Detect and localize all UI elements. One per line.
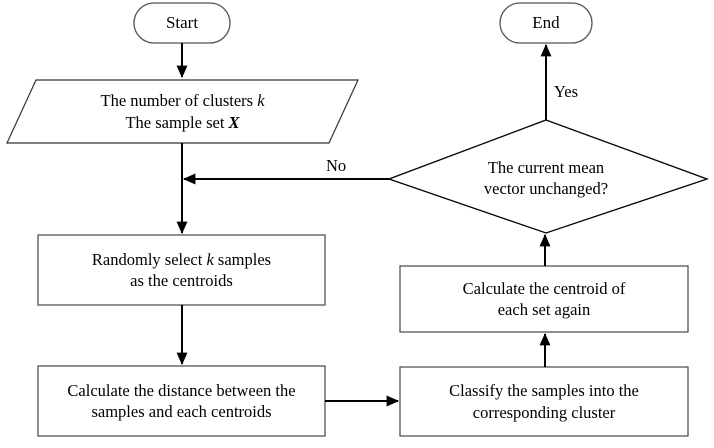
- decision-diamond-shape: [387, 119, 709, 234]
- start-terminal-shape: [133, 2, 231, 44]
- classify-box-shape: [399, 366, 689, 437]
- recalc-centroid-box-shape: [399, 265, 689, 333]
- end-terminal-shape: [499, 2, 593, 44]
- select-centroids-box-shape: [37, 234, 326, 306]
- calc-distance-box-shape: [37, 365, 326, 437]
- input-parallelogram-shape: [6, 79, 359, 144]
